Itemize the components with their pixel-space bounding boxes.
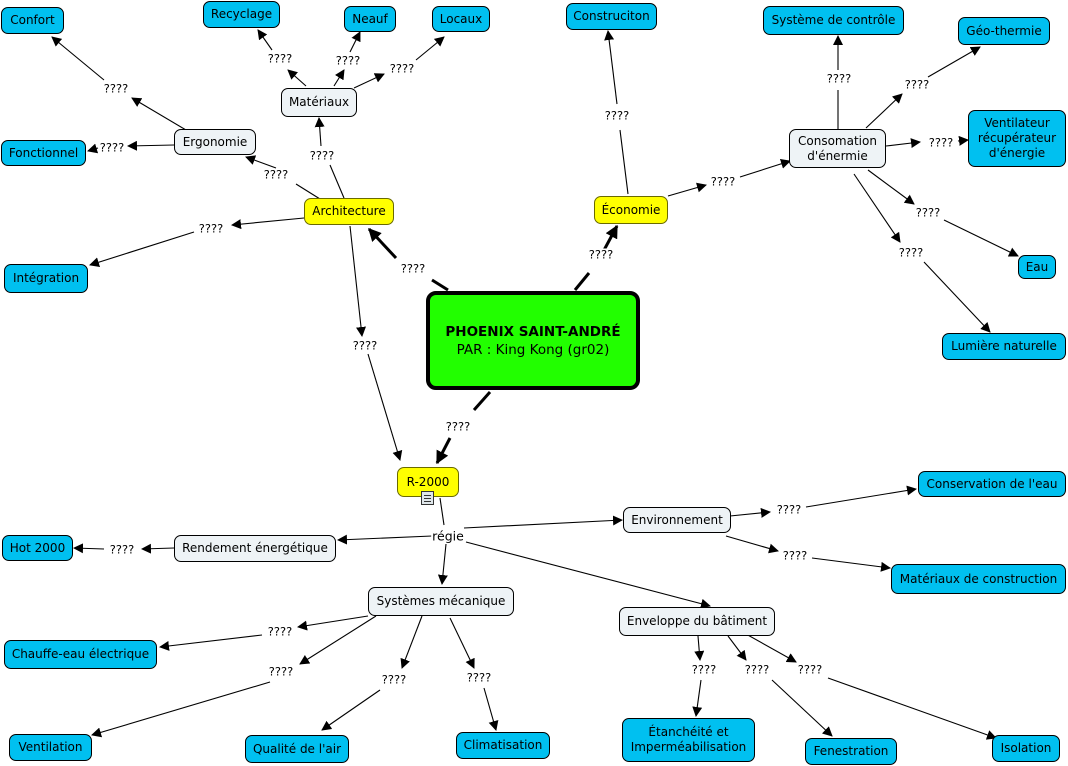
node-environnement[interactable]: Environnement (623, 507, 731, 533)
node-conservation-eau[interactable]: Conservation de l'eau (918, 471, 1066, 497)
link-label: ???? (709, 174, 737, 189)
node-geothermie[interactable]: Géo-thermie (958, 17, 1050, 45)
node-fenestration[interactable]: Fenestration (805, 738, 897, 765)
node-materiaux-construction[interactable]: Matériaux de construction (891, 564, 1066, 594)
link-label: ???? (587, 247, 615, 262)
node-integration[interactable]: Intégration (4, 264, 88, 293)
link-label: ???? (743, 662, 771, 677)
link-label: ???? (444, 419, 472, 434)
node-rendement[interactable]: Rendement énergétique (174, 535, 336, 562)
node-chauffe-eau[interactable]: Chauffe-eau électrique (4, 640, 157, 669)
node-hot2000[interactable]: Hot 2000 (2, 535, 73, 561)
link-label: ???? (102, 81, 130, 96)
link-label: ???? (775, 502, 803, 517)
node-systeme-controle[interactable]: Système de contrôle (763, 6, 904, 35)
link-label: ???? (266, 624, 294, 639)
node-systemes-mecanique[interactable]: Systèmes mécanique (368, 587, 514, 616)
link-label: ???? (903, 77, 931, 92)
node-isolation[interactable]: Isolation (992, 735, 1060, 762)
node-lumiere[interactable]: Lumière naturelle (942, 333, 1066, 360)
node-economie[interactable]: Économie (594, 196, 668, 224)
link-label: ???? (388, 61, 416, 76)
document-icon[interactable] (421, 491, 434, 505)
link-label: ???? (603, 108, 631, 123)
node-enveloppe[interactable]: Enveloppe du bâtiment (619, 607, 775, 636)
node-ventilation[interactable]: Ventilation (9, 734, 92, 761)
node-construction[interactable]: Construciton (566, 3, 657, 30)
node-architecture[interactable]: Architecture (304, 198, 394, 225)
link-label: ???? (262, 167, 290, 182)
regie-label: régie (431, 528, 465, 544)
link-label: ???? (796, 662, 824, 677)
node-ventilateur[interactable]: Ventilateur récupérateur d'énergie (968, 110, 1066, 167)
link-label: ???? (781, 548, 809, 563)
node-climatisation[interactable]: Climatisation (456, 732, 550, 759)
central-concept-title: PHOENIX SAINT-ANDRÉ (445, 323, 621, 340)
central-concept-subtitle: PAR : King Kong (gr02) (456, 341, 610, 358)
link-label: ???? (399, 261, 427, 276)
node-fonctionnel[interactable]: Fonctionnel (1, 140, 86, 166)
node-recyclage[interactable]: Recyclage (203, 1, 280, 28)
link-label: ???? (465, 670, 493, 685)
link-label: ???? (334, 53, 362, 68)
node-eau[interactable]: Eau (1018, 255, 1056, 279)
central-concept[interactable]: PHOENIX SAINT-ANDRÉ PAR : King Kong (gr0… (426, 291, 640, 390)
link-label: ???? (98, 140, 126, 155)
link-label: ???? (690, 662, 718, 677)
node-qualite-air[interactable]: Qualité de l'air (245, 735, 349, 763)
node-locaux[interactable]: Locaux (432, 6, 490, 32)
node-confort[interactable]: Confort (1, 7, 64, 34)
node-ergonomie[interactable]: Ergonomie (174, 129, 256, 155)
node-etancheite[interactable]: Étanchéité et Imperméabilisation (622, 718, 755, 762)
link-label: ???? (308, 148, 336, 163)
link-label: ???? (266, 51, 294, 66)
link-label: ???? (380, 672, 408, 687)
link-label: ???? (927, 135, 955, 150)
link-label: ???? (914, 205, 942, 220)
link-label: ???? (351, 338, 379, 353)
node-neuf[interactable]: Neauf (344, 6, 396, 32)
link-label: ???? (108, 542, 136, 557)
link-label: ???? (897, 245, 925, 260)
node-materiaux[interactable]: Matériaux (281, 88, 357, 117)
node-consommation[interactable]: Consomation d'énermie (789, 129, 886, 168)
link-label: ???? (267, 664, 295, 679)
link-label: ???? (197, 221, 225, 236)
link-label: ???? (825, 71, 853, 86)
